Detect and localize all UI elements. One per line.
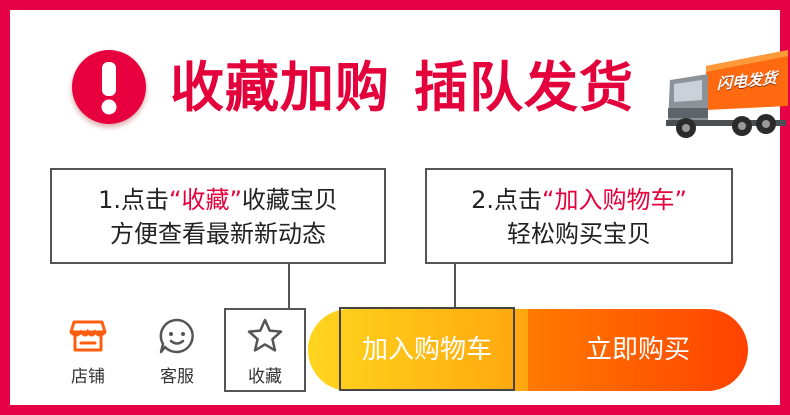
note-rest: 收藏宝贝 [241,186,338,214]
chat-smile-icon [159,318,194,354]
star-icon [247,318,283,352]
headline-collect-add-cart: 收藏加购 [170,56,390,119]
note-cart-instruction: 2.点击“加入购物车” 轻松购买宝贝 [425,168,733,264]
truck-sign-text: 闪电发货 [716,68,777,94]
note-line: 1.点击“收藏”收藏宝贝 [52,183,384,217]
delivery-truck-icon: 闪电发货 [662,44,790,140]
note-step: 2.点击 [471,186,543,214]
exclamation-icon [72,50,146,124]
note-quoted: “加入购物车” [542,186,687,214]
connector-line [454,264,456,310]
connector-line [288,264,290,310]
note-step: 1.点击 [98,186,170,214]
note-line: 2.点击“加入购物车” [427,183,731,217]
note-line: 方便查看最新新动态 [110,220,326,248]
favorite-label: 收藏 [248,367,282,387]
note-line: 轻松购买宝贝 [507,220,651,248]
note-quoted: “收藏” [169,186,242,214]
storefront-icon [69,320,107,352]
shop-label: 店铺 [71,367,105,387]
note-favorite-instruction: 1.点击“收藏”收藏宝贝 方便查看最新新动态 [50,168,386,264]
add-to-cart-button[interactable]: 加入购物车 [308,309,528,391]
headline-priority-shipping: 插队发货 [414,56,634,119]
favorite-button[interactable]: 收藏 [224,308,306,392]
service-label: 客服 [160,367,194,387]
customer-service-button[interactable]: 客服 [137,310,217,392]
purchase-bar: 加入购物车 立即购买 [308,309,748,391]
buy-now-button[interactable]: 立即购买 [528,309,748,391]
shop-button[interactable]: 店铺 [48,310,128,392]
